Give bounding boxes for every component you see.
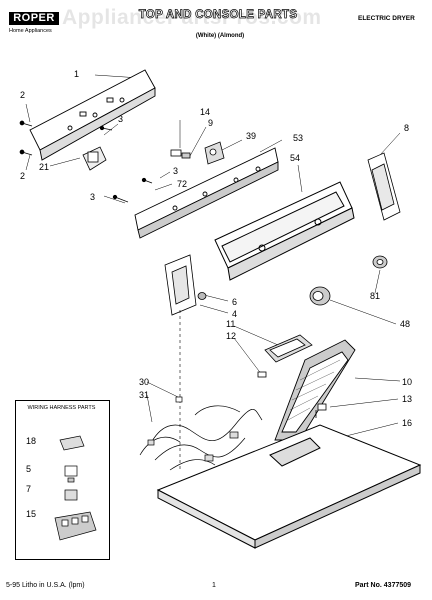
callout-6: 6 xyxy=(232,297,238,307)
brand-subtitle: Home Appliances xyxy=(9,28,52,34)
callout-39: 39 xyxy=(246,131,257,141)
footer-part-number: Part No. 4377509 xyxy=(355,582,412,589)
callout-3-lower: 3 xyxy=(90,192,96,202)
callout-2-bottom: 2 xyxy=(20,171,26,181)
control-panel-bracket xyxy=(29,69,156,161)
top-panel xyxy=(156,424,422,549)
callout-10: 10 xyxy=(402,377,413,387)
brand-logo: ROPER xyxy=(9,12,59,25)
callout-30: 30 xyxy=(139,377,150,387)
callout-31: 31 xyxy=(139,390,150,400)
switch-parts xyxy=(170,141,225,165)
callout-13: 13 xyxy=(402,394,413,404)
callout-3-upper: 3 xyxy=(118,114,124,124)
callout-3-middle: 3 xyxy=(173,166,179,176)
screw-parts xyxy=(19,120,153,203)
callout-1: 1 xyxy=(74,69,80,79)
callout-16: 16 xyxy=(402,418,413,428)
legend-item-15: 15 xyxy=(26,509,37,519)
callout-11: 11 xyxy=(226,319,236,329)
appliance-type: ELECTRIC DRYER xyxy=(358,15,415,22)
footer-page-number: 1 xyxy=(212,582,216,589)
callout-81: 81 xyxy=(370,291,381,301)
callout-48: 48 xyxy=(400,319,411,329)
legend-item-7: 7 xyxy=(26,484,32,494)
callout-8: 8 xyxy=(404,123,410,133)
color-variants: (White) (Almond) xyxy=(195,33,245,39)
legend-item-5: 5 xyxy=(26,464,32,474)
callout-53: 53 xyxy=(293,133,304,143)
control-strip xyxy=(134,147,279,239)
callout-14: 14 xyxy=(200,107,211,117)
knob-large xyxy=(309,286,331,306)
legend-parts xyxy=(54,435,97,541)
lint-housing xyxy=(274,339,356,441)
console-panel xyxy=(214,181,355,281)
end-cap xyxy=(367,152,401,221)
knob-small xyxy=(372,255,388,269)
lint-lid xyxy=(257,334,313,378)
callout-54: 54 xyxy=(290,153,301,163)
terminal-block xyxy=(82,146,107,171)
screw-13 xyxy=(315,403,327,418)
watermark-text: AppliancePartsPros.com xyxy=(62,6,322,29)
callout-2-top: 2 xyxy=(20,90,26,100)
legend-item-18: 18 xyxy=(26,436,37,446)
side-bracket xyxy=(164,254,207,316)
callout-72: 72 xyxy=(177,179,188,189)
legend-title: WIRING HARNESS PARTS xyxy=(27,405,96,411)
callout-9: 9 xyxy=(208,118,214,128)
callout-4: 4 xyxy=(232,309,238,319)
wiring-harness xyxy=(139,396,263,471)
page-title: TOP AND CONSOLE PARTS xyxy=(138,9,298,22)
footer-litho: 5-95 Litho in U.S.A. (lpm) xyxy=(6,582,85,589)
callout-21: 21 xyxy=(39,162,50,172)
wiring-harness-legend xyxy=(15,400,110,560)
callout-12: 12 xyxy=(226,331,237,341)
